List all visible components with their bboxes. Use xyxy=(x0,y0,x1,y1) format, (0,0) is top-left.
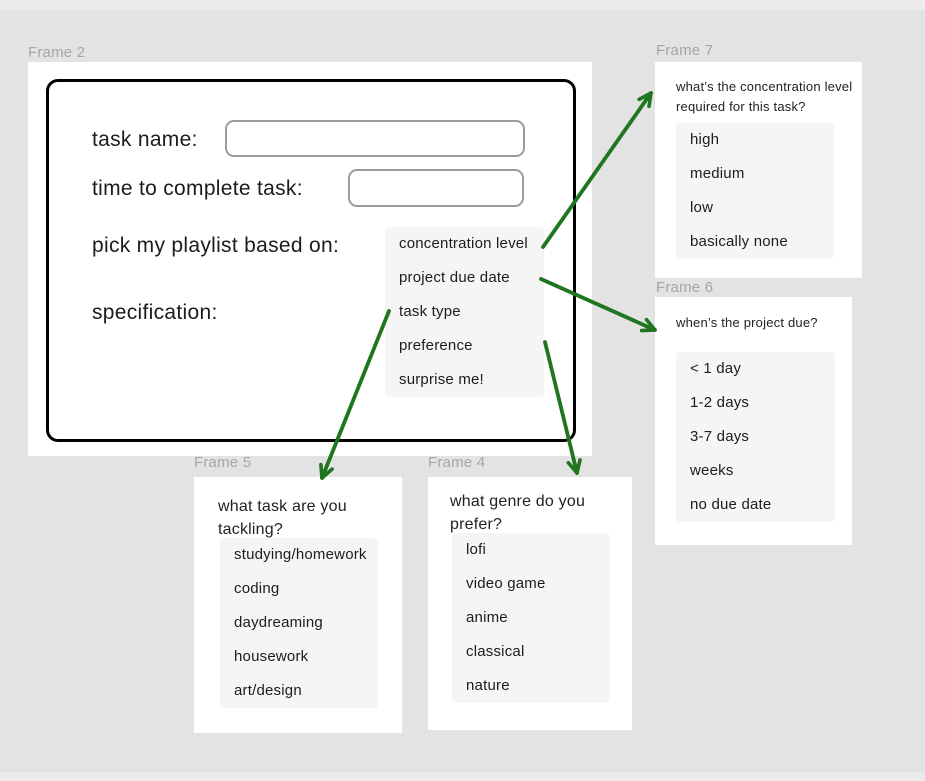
concentration-question: what’s the concentration level required … xyxy=(676,79,853,114)
option-item[interactable]: housework xyxy=(234,648,309,665)
option-item[interactable]: surprise me! xyxy=(399,371,484,388)
frame-5-label[interactable]: Frame 5 xyxy=(194,454,252,471)
playlist-based-on-label: pick my playlist based on: xyxy=(92,234,340,257)
option-item[interactable]: 3-7 days xyxy=(690,428,750,445)
option-item[interactable]: daydreaming xyxy=(234,614,323,631)
task-type-options-menu: studying/homework coding daydreaming housew… xyxy=(220,538,378,708)
option-item[interactable]: < 1 day xyxy=(690,360,742,377)
option-item[interactable]: anime xyxy=(466,609,508,626)
genre-options-menu: lofi video game anime classical nature xyxy=(452,533,610,703)
frame-6-label[interactable]: Frame 6 xyxy=(656,279,714,296)
window-edge-top xyxy=(0,0,925,10)
due-date-question: when’s the project due? xyxy=(676,315,818,330)
option-item[interactable]: video game xyxy=(466,575,546,592)
option-item[interactable]: concentration level xyxy=(399,235,528,252)
option-item[interactable]: medium xyxy=(690,165,745,182)
option-item[interactable]: low xyxy=(690,199,714,216)
playlist-options-menu: concentration level project due date task … xyxy=(385,227,544,397)
option-item[interactable]: task type xyxy=(399,303,461,320)
due-date-options-menu: < 1 day 1-2 days 3-7 days weeks no due date xyxy=(676,352,835,522)
option-item[interactable]: no due date xyxy=(690,496,772,513)
task-type-question: what task are you tackling? xyxy=(218,498,347,538)
option-item[interactable]: art/design xyxy=(234,682,302,699)
option-item[interactable]: nature xyxy=(466,677,510,694)
option-item[interactable]: basically none xyxy=(690,233,788,250)
task-name-input[interactable] xyxy=(225,120,525,157)
frame-2-label[interactable]: Frame 2 xyxy=(28,44,86,61)
frame-4-label[interactable]: Frame 4 xyxy=(428,454,486,471)
window-edge-bottom xyxy=(0,772,925,781)
frame-7-label[interactable]: Frame 7 xyxy=(656,42,714,59)
option-item[interactable]: coding xyxy=(234,580,280,597)
option-item[interactable]: studying/homework xyxy=(234,546,367,563)
time-to-complete-label: time to complete task: xyxy=(92,177,303,200)
option-item[interactable]: project due date xyxy=(399,269,510,286)
specification-label: specification: xyxy=(92,301,218,324)
option-item[interactable]: high xyxy=(690,131,720,148)
concentration-options-menu: high medium low basically none xyxy=(676,123,834,259)
option-item[interactable]: 1-2 days xyxy=(690,394,750,411)
time-to-complete-input[interactable] xyxy=(348,169,524,207)
option-item[interactable]: weeks xyxy=(690,462,734,479)
genre-question: what genre do you prefer? xyxy=(450,493,586,533)
option-item[interactable]: lofi xyxy=(466,541,486,558)
option-item[interactable]: preference xyxy=(399,337,473,354)
task-name-label: task name: xyxy=(92,128,198,151)
option-item[interactable]: classical xyxy=(466,643,525,660)
